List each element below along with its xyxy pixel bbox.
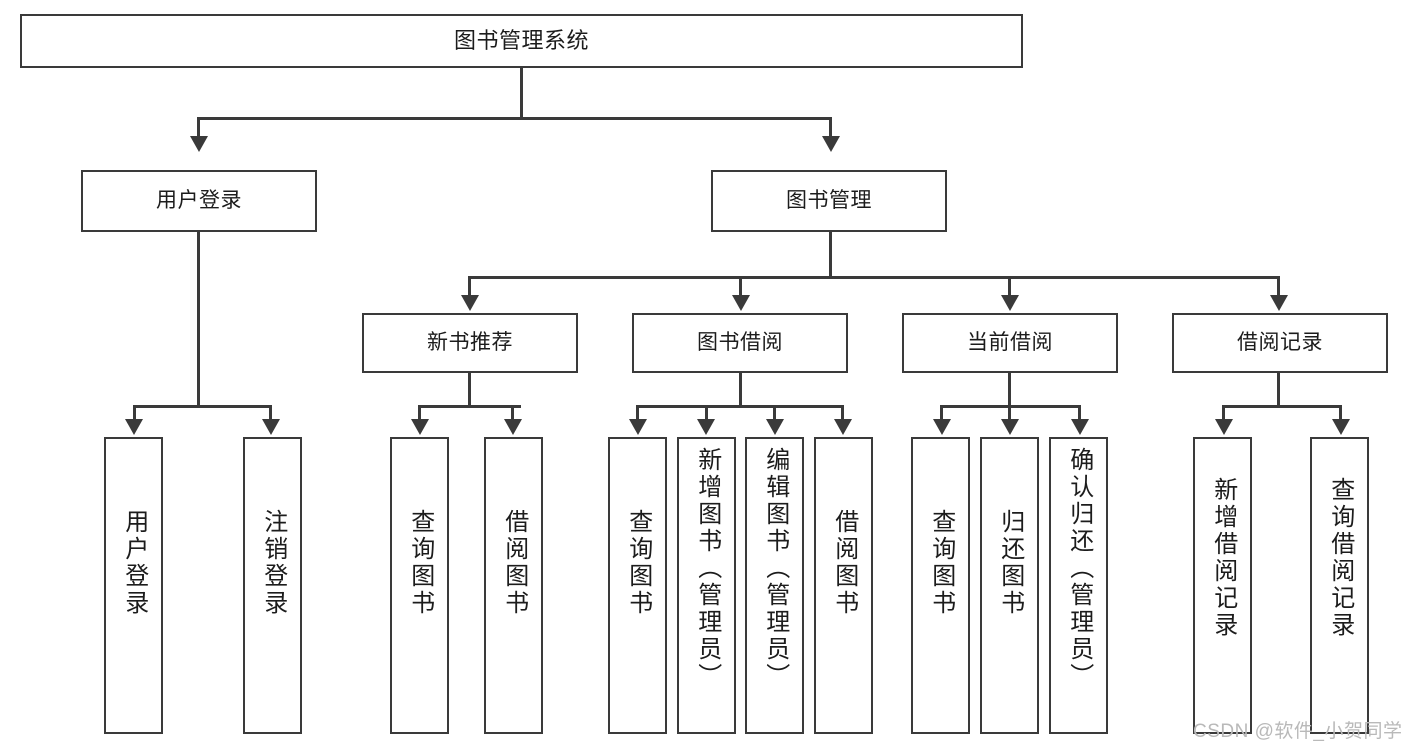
connector-level3-drop-1 bbox=[468, 276, 471, 297]
connector-user-login-drop-2 bbox=[269, 405, 272, 421]
arrow-to-leaf-borrow-book-2 bbox=[834, 419, 852, 435]
node-label: 确认归还（管理员） bbox=[1065, 447, 1093, 690]
node-borrow-record[interactable]: 借阅记录 bbox=[1172, 313, 1388, 373]
connector-book-borrow-drop-1 bbox=[636, 405, 639, 421]
arrow-to-leaf-edit-book bbox=[766, 419, 784, 435]
arrow-to-leaf-query-book-3 bbox=[933, 419, 951, 435]
connector-book-borrow-stem bbox=[739, 373, 742, 405]
node-label: 借阅记录 bbox=[1237, 330, 1323, 354]
arrow-to-leaf-query-book-2 bbox=[629, 419, 647, 435]
connector-book-borrow-bus bbox=[636, 405, 844, 408]
connector-level3-bus bbox=[468, 276, 1280, 279]
leaf-logout[interactable]: 注销登录 bbox=[243, 437, 302, 734]
connector-level3-drop-4 bbox=[1277, 276, 1280, 297]
connector-current-borrow-drop-1 bbox=[940, 405, 943, 421]
leaf-query-borrow-record[interactable]: 查询借阅记录 bbox=[1310, 437, 1369, 734]
leaf-edit-book-admin[interactable]: 编辑图书（管理员） bbox=[745, 437, 804, 734]
connector-new-book-drop-2 bbox=[511, 405, 514, 421]
connector-user-login-stem bbox=[197, 232, 200, 405]
connector-level3-drop-3 bbox=[1008, 276, 1011, 297]
node-label: 查询图书 bbox=[624, 509, 652, 617]
connector-level3-drop-2 bbox=[739, 276, 742, 297]
arrow-to-leaf-add-book bbox=[697, 419, 715, 435]
connector-book-borrow-drop-3 bbox=[773, 405, 776, 421]
arrow-to-leaf-query-book-1 bbox=[411, 419, 429, 435]
connector-user-login-bus bbox=[133, 405, 272, 408]
node-label: 新增图书（管理员） bbox=[693, 447, 721, 690]
node-label: 编辑图书（管理员） bbox=[761, 447, 789, 690]
node-label: 图书管理 bbox=[786, 188, 872, 212]
arrow-to-leaf-logout bbox=[262, 419, 280, 435]
connector-root-stem bbox=[520, 68, 523, 117]
arrow-to-book-borrow bbox=[732, 295, 750, 311]
node-label: 查询图书 bbox=[406, 509, 434, 617]
connector-new-book-bus bbox=[418, 405, 521, 408]
node-label: 查询图书 bbox=[927, 509, 955, 617]
leaf-borrow-book[interactable]: 借阅图书 bbox=[814, 437, 873, 734]
connector-book-management-stem bbox=[829, 232, 832, 276]
connector-book-borrow-drop-2 bbox=[705, 405, 708, 421]
node-label: 借阅图书 bbox=[830, 509, 858, 617]
connector-user-login-drop-1 bbox=[133, 405, 136, 421]
arrow-to-leaf-add-record bbox=[1215, 419, 1233, 435]
connector-level2-bus bbox=[197, 117, 832, 120]
arrow-to-leaf-borrow-book-1 bbox=[504, 419, 522, 435]
arrow-to-leaf-return-book bbox=[1001, 419, 1019, 435]
node-new-book-recommend[interactable]: 新书推荐 bbox=[362, 313, 578, 373]
arrow-to-leaf-query-record bbox=[1332, 419, 1350, 435]
node-label: 查询借阅记录 bbox=[1326, 477, 1354, 639]
node-label: 注销登录 bbox=[259, 509, 287, 617]
arrow-to-book-management bbox=[822, 136, 840, 152]
node-label: 用户登录 bbox=[156, 188, 242, 212]
node-book-borrow[interactable]: 图书借阅 bbox=[632, 313, 848, 373]
connector-borrow-record-stem bbox=[1277, 373, 1280, 405]
connector-borrow-record-bus bbox=[1222, 405, 1342, 408]
arrow-to-leaf-confirm-return bbox=[1071, 419, 1089, 435]
node-label: 图书借阅 bbox=[697, 330, 783, 354]
connector-new-book-drop-1 bbox=[418, 405, 421, 421]
node-label: 图书管理系统 bbox=[453, 28, 589, 54]
node-label: 归还图书 bbox=[996, 509, 1024, 617]
leaf-query-book-borrow[interactable]: 查询图书 bbox=[608, 437, 667, 734]
leaf-user-login[interactable]: 用户登录 bbox=[104, 437, 163, 734]
connector-new-book-stem bbox=[468, 373, 471, 405]
arrow-to-leaf-user-login bbox=[125, 419, 143, 435]
connector-book-borrow-drop-4 bbox=[841, 405, 844, 421]
connector-current-borrow-drop-2 bbox=[1008, 405, 1011, 421]
connector-current-borrow-stem bbox=[1008, 373, 1011, 405]
node-label: 借阅图书 bbox=[500, 509, 528, 617]
arrow-to-borrow-record bbox=[1270, 295, 1288, 311]
watermark-text: CSDN @软件_小贺同学 bbox=[1193, 721, 1403, 742]
arrow-to-new-book-recommend bbox=[461, 295, 479, 311]
arrow-to-user-login bbox=[190, 136, 208, 152]
connector-level2-drop-left bbox=[197, 117, 200, 138]
connector-level2-drop-right bbox=[829, 117, 832, 138]
node-label: 当前借阅 bbox=[967, 330, 1053, 354]
leaf-add-borrow-record[interactable]: 新增借阅记录 bbox=[1193, 437, 1252, 734]
node-root-book-management-system[interactable]: 图书管理系统 bbox=[20, 14, 1023, 68]
leaf-add-book-admin[interactable]: 新增图书（管理员） bbox=[677, 437, 736, 734]
leaf-query-book-recommend[interactable]: 查询图书 bbox=[390, 437, 449, 734]
connector-borrow-record-drop-2 bbox=[1339, 405, 1342, 421]
leaf-return-book[interactable]: 归还图书 bbox=[980, 437, 1039, 734]
node-user-login[interactable]: 用户登录 bbox=[81, 170, 317, 232]
leaf-borrow-book-recommend[interactable]: 借阅图书 bbox=[484, 437, 543, 734]
node-book-management[interactable]: 图书管理 bbox=[711, 170, 947, 232]
node-label: 新书推荐 bbox=[427, 330, 513, 354]
node-label: 新增借阅记录 bbox=[1209, 477, 1237, 639]
node-label: 用户登录 bbox=[120, 509, 148, 617]
leaf-query-book-current[interactable]: 查询图书 bbox=[911, 437, 970, 734]
arrow-to-current-borrow bbox=[1001, 295, 1019, 311]
connector-borrow-record-drop-1 bbox=[1222, 405, 1225, 421]
leaf-confirm-return-admin[interactable]: 确认归还（管理员） bbox=[1049, 437, 1108, 734]
node-current-borrow[interactable]: 当前借阅 bbox=[902, 313, 1118, 373]
connector-current-borrow-drop-3 bbox=[1078, 405, 1081, 421]
